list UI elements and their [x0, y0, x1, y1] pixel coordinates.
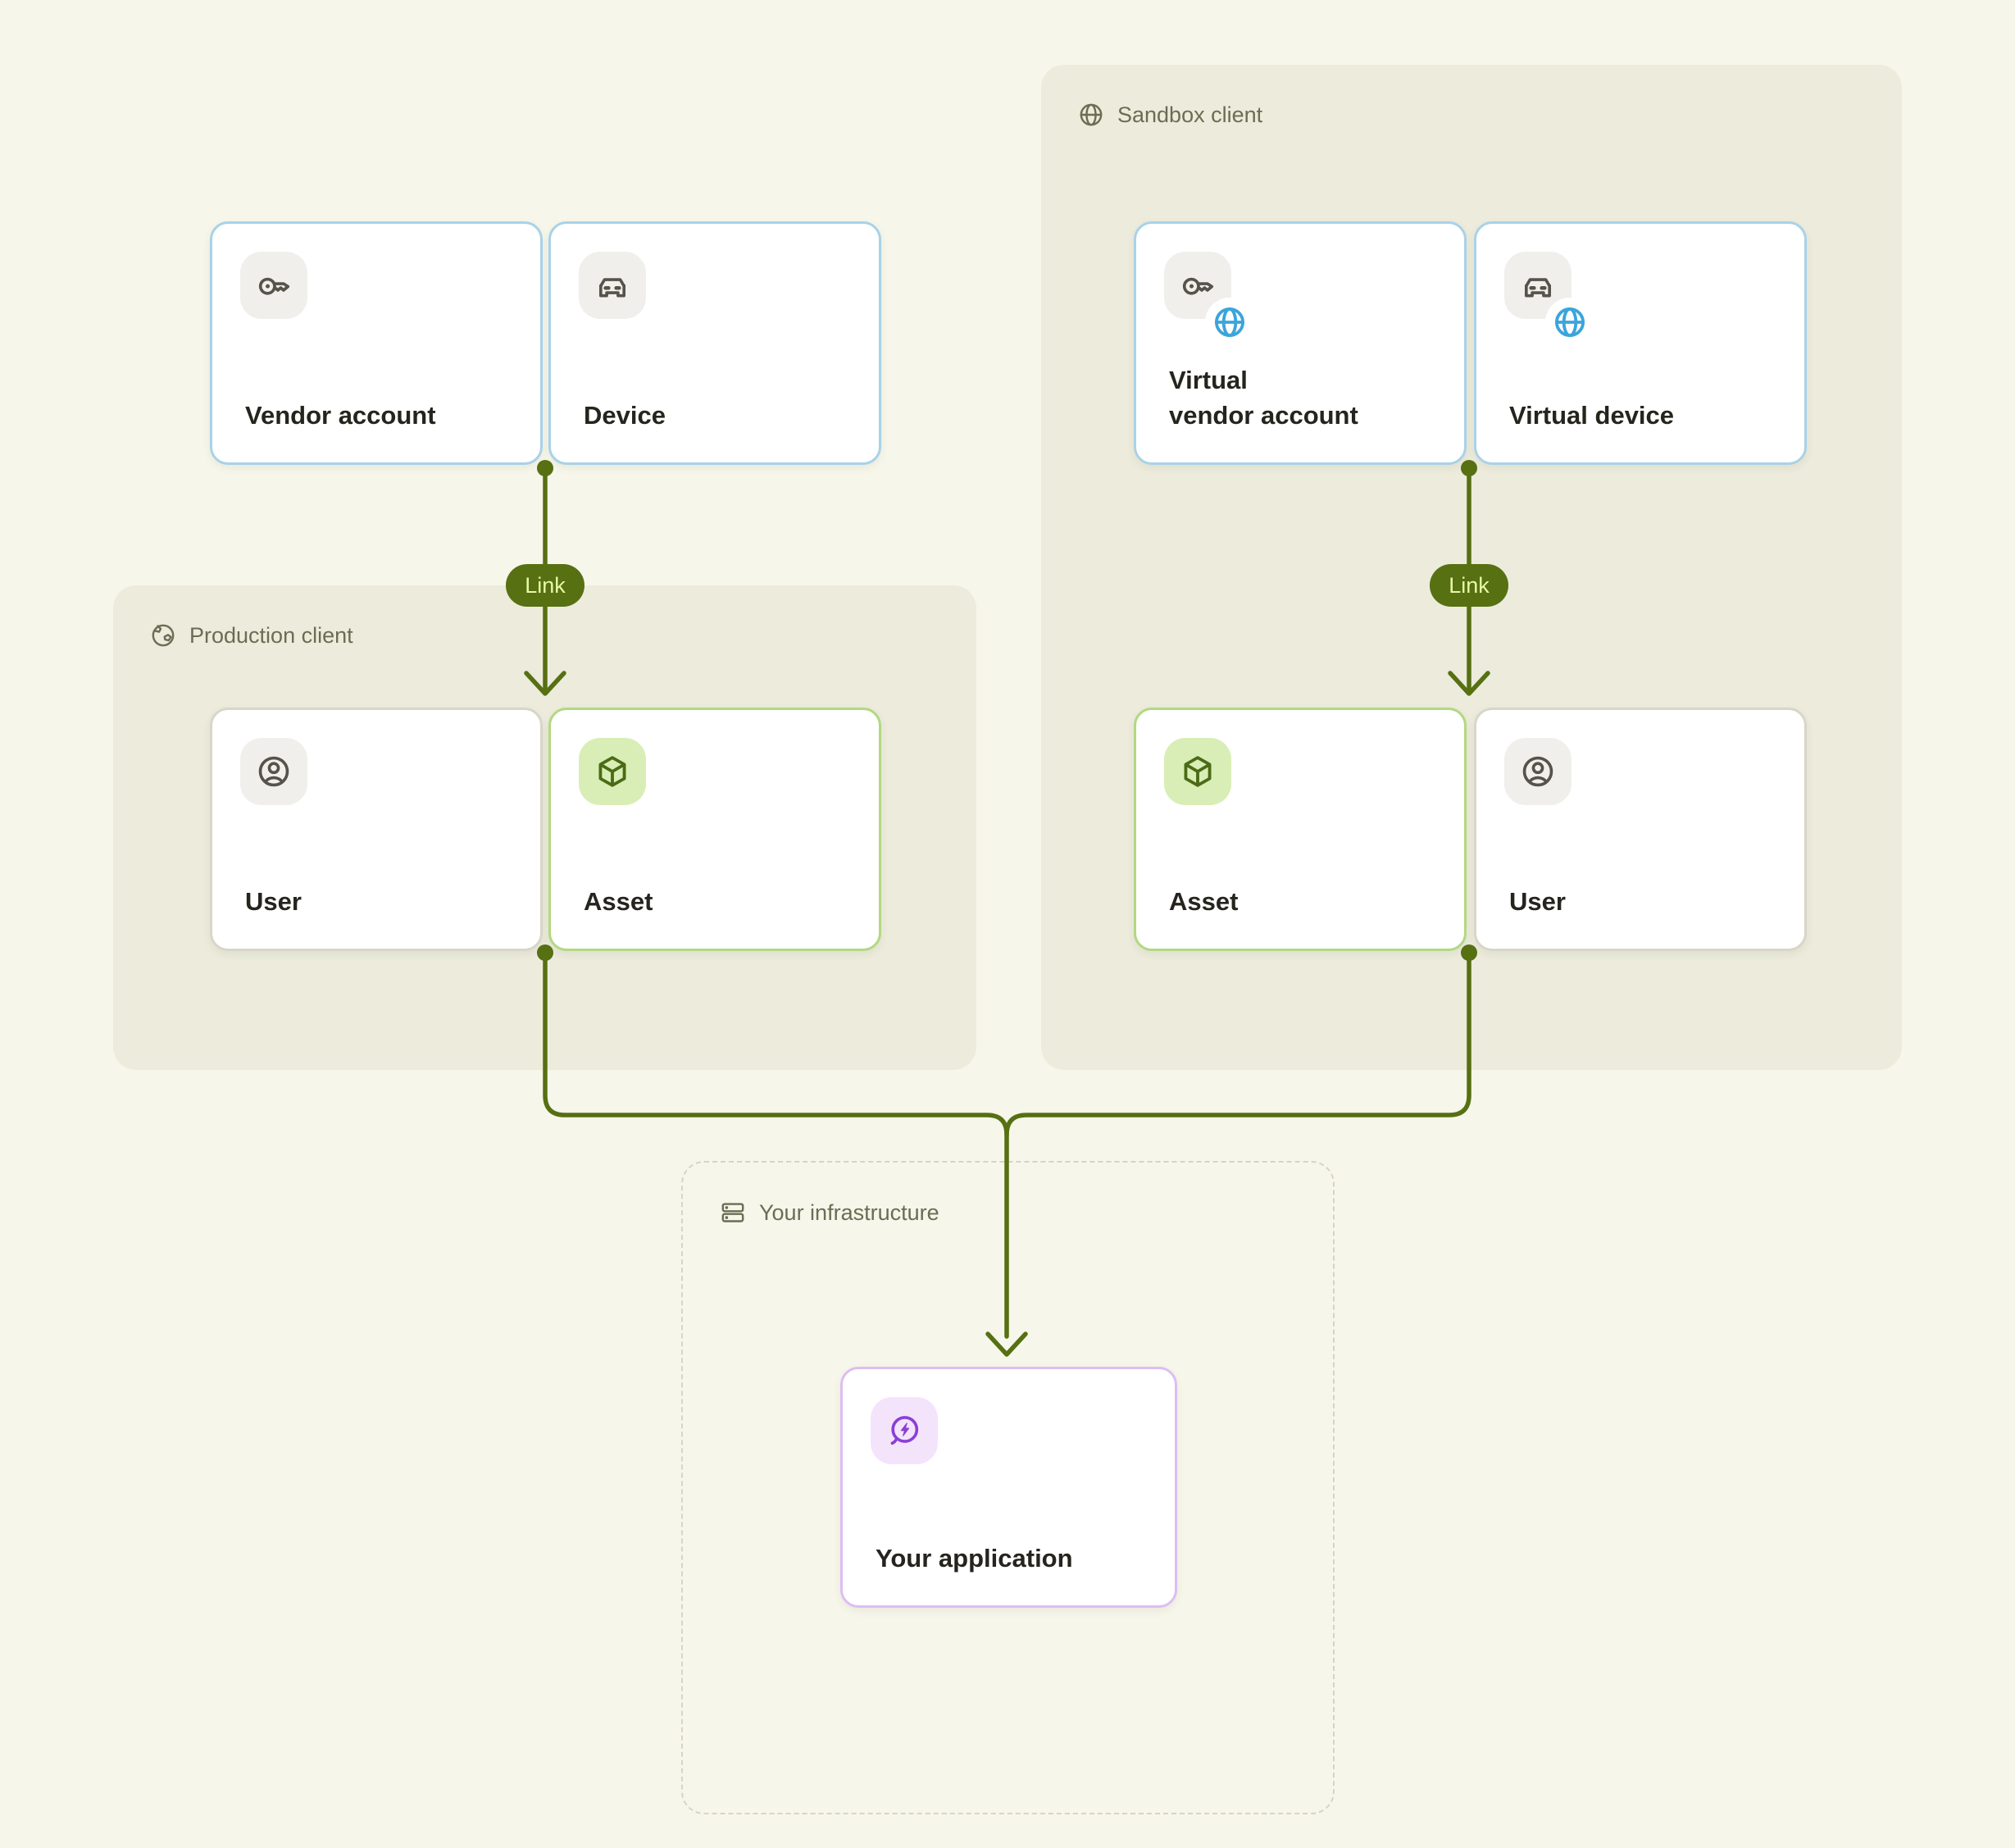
key-icon — [240, 252, 307, 319]
cube-icon — [579, 738, 646, 805]
card-label: Device — [584, 401, 666, 430]
user-icon — [1504, 738, 1572, 805]
card-label: Asset — [1169, 887, 1239, 916]
panel-infrastructure-header: Your infrastructure — [719, 1199, 939, 1227]
card-label: Virtual vendor account — [1169, 366, 1358, 430]
card-your-application: Your application — [840, 1367, 1177, 1608]
card-label: Your application — [876, 1544, 1073, 1573]
panel-sandbox-header: Sandbox client — [1077, 101, 1262, 129]
card-user-sandbox: User — [1474, 708, 1807, 951]
car-icon — [579, 252, 646, 319]
panel-infrastructure-label: Your infrastructure — [759, 1200, 939, 1225]
card-label: User — [1509, 887, 1566, 916]
card-label: Vendor account — [245, 401, 436, 430]
panel-production-header: Production client — [149, 621, 353, 649]
card-asset-sandbox: Asset — [1134, 708, 1467, 951]
server-icon — [719, 1199, 747, 1227]
card-label: Virtual device — [1509, 401, 1675, 430]
panel-production-label: Production client — [189, 623, 353, 648]
cube-icon — [1164, 738, 1231, 805]
user-icon — [240, 738, 307, 805]
card-user-production: User — [210, 708, 543, 951]
globe-icon — [1077, 101, 1105, 129]
card-virtual-vendor-account: Virtual vendor account — [1134, 221, 1467, 465]
panel-sandbox-label: Sandbox client — [1117, 102, 1263, 127]
card-label: Asset — [584, 887, 653, 916]
card-vendor-account: Vendor account — [210, 221, 543, 465]
earth-icon — [149, 621, 177, 649]
globe-badge-icon — [1545, 298, 1594, 347]
link-pill-left: Link — [506, 564, 584, 607]
chat-bolt-icon — [871, 1397, 938, 1464]
card-label: User — [245, 887, 302, 916]
wire-dot — [537, 460, 553, 476]
globe-badge-icon — [1205, 298, 1254, 347]
card-device: Device — [548, 221, 881, 465]
card-virtual-device: Virtual device — [1474, 221, 1807, 465]
link-pill-right: Link — [1430, 564, 1508, 607]
card-asset-production: Asset — [548, 708, 881, 951]
